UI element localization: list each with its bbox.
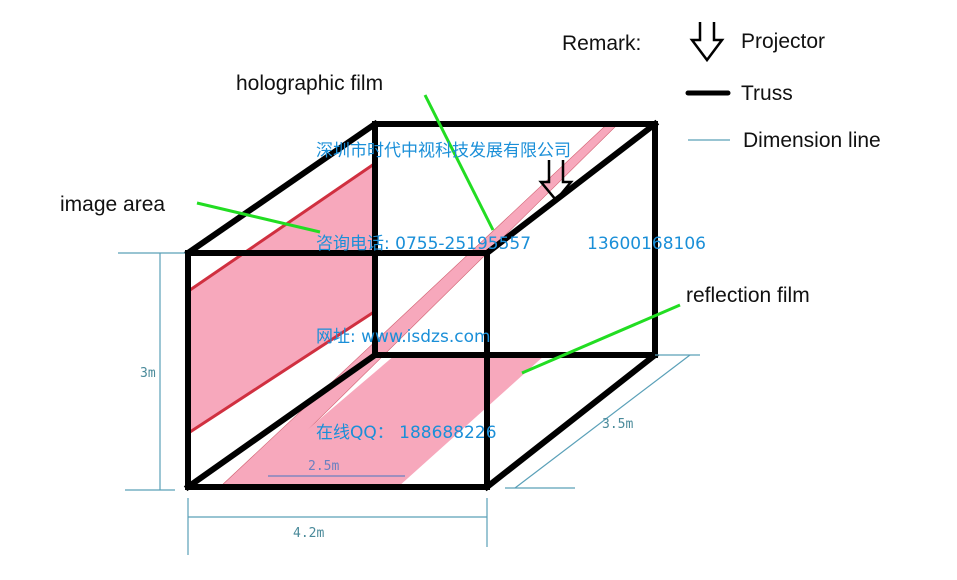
holographic-film-label: holographic film (236, 72, 383, 95)
dimension-lines (118, 252, 700, 555)
width-dimension: 4.2m (293, 526, 324, 541)
watermark-site: 网址: www.isdzs.com (316, 327, 491, 347)
image-area-bottom-edge (189, 308, 378, 434)
height-dimension: 3m (140, 366, 156, 381)
watermark-mobile: 13600168106 (587, 234, 706, 254)
image-area-panel (190, 162, 377, 432)
legend-title: Remark: (562, 32, 641, 55)
legend-projector: Projector (741, 30, 825, 53)
watermark-phone: 咨询电话: 0755-25195557 (316, 234, 531, 254)
reflection-film (240, 355, 545, 487)
legend-dimension: Dimension line (743, 129, 881, 152)
legend-projector-icon (689, 22, 725, 63)
watermark-company: 深圳市时代中视科技发展有限公司 (316, 141, 571, 161)
film-dimension: 2.5m (308, 459, 339, 474)
depth-dimension: 3.5m (602, 417, 633, 432)
truss-frame (183, 119, 660, 492)
image-area-label: image area (60, 193, 165, 216)
reflection-film-label: reflection film (686, 284, 810, 307)
image-area-top-edge (189, 160, 378, 292)
projector-arrow-icon (538, 160, 574, 202)
leader-lines (196, 94, 681, 375)
watermark-qq: 在线QQ： 188688226 (316, 423, 497, 443)
legend-truss: Truss (741, 82, 793, 105)
